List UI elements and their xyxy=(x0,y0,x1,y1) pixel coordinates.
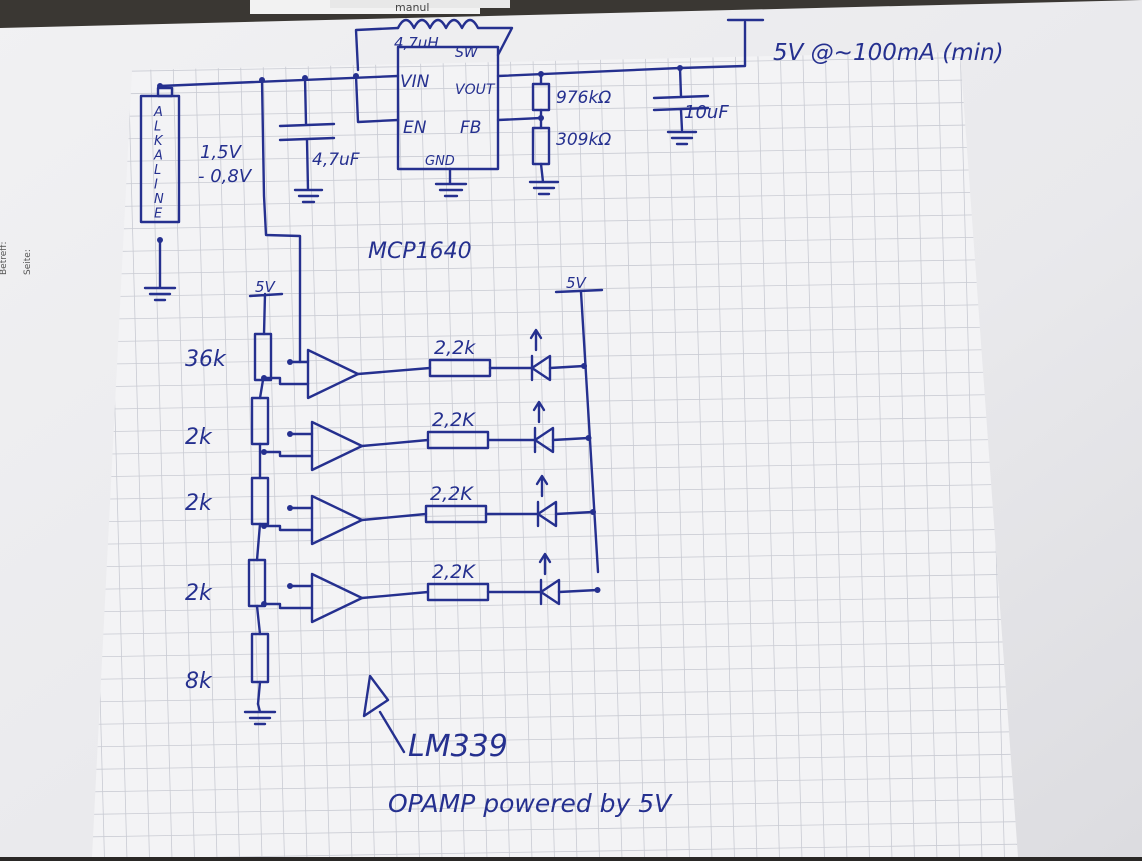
led-resistor-label: 2,2K xyxy=(432,409,476,431)
indicator-channel: 2,2K xyxy=(261,400,592,472)
battery-cell xyxy=(139,94,181,224)
output-rail xyxy=(496,18,765,78)
battery-letter: L xyxy=(154,120,161,135)
indicator-channel: 2,2k xyxy=(261,328,587,400)
battery-voltage-top: 1,5V xyxy=(200,142,243,163)
grid-area xyxy=(92,52,1018,857)
divider-resistor-label: 8k xyxy=(185,669,213,694)
battery-voltage-bottom: - 0,8V xyxy=(198,166,253,187)
boost-ic-label: MCP1640 xyxy=(368,239,472,264)
battery-sense-wire xyxy=(260,78,302,364)
battery-letter: A xyxy=(153,105,163,120)
pin-vout-label: VOUT xyxy=(455,82,496,98)
divider-resistor-label: 2k xyxy=(185,581,213,606)
pin-fb-label: FB xyxy=(460,118,481,138)
divider-ladder: 5V 36k 2k 2k 2k 8k xyxy=(185,278,284,726)
battery-letter: A xyxy=(153,149,163,164)
indicator-channel: 2,2K xyxy=(261,474,596,546)
comparator-symbol xyxy=(362,674,390,718)
led-supply-label: 5V xyxy=(566,274,588,292)
battery-letter: I xyxy=(154,178,158,193)
led-resistor-label: 2,2K xyxy=(430,483,474,505)
fb-lower-label: 309kΩ xyxy=(556,130,611,150)
output-label: 5V @~100mA (min) xyxy=(773,40,1004,66)
pin-vin-label: VIN xyxy=(400,72,430,92)
divider-supply-label: 5V xyxy=(255,278,277,296)
pin-en-label: EN xyxy=(403,118,427,138)
battery-letter: K xyxy=(154,134,164,149)
inductor-left-wire xyxy=(354,26,400,72)
pin-sw-label: SW xyxy=(455,45,479,61)
margin-label-betreff: Betreff: xyxy=(0,241,9,275)
led-resistor-label: 2,2K xyxy=(432,561,476,583)
header-fragment: manul xyxy=(395,1,429,14)
comparator xyxy=(310,420,364,472)
output-capacitor xyxy=(652,66,710,146)
comparator-array: 5V 2,2k 2,2K 2,2K 2,2K xyxy=(261,274,604,624)
battery-letter: N xyxy=(154,192,164,207)
boost-section: SW VIN VOUT EN FB GND 4,7uH 4,7uF 5V @~1… xyxy=(157,18,1004,264)
divider-ground xyxy=(243,702,277,726)
led-supply-rail xyxy=(554,288,604,574)
inductor-label: 4,7uH xyxy=(394,34,439,52)
inductor-coil xyxy=(396,18,514,57)
ic-ground xyxy=(434,167,468,198)
en-wire xyxy=(354,74,400,124)
input-capacitor xyxy=(278,76,336,204)
battery-letter: L xyxy=(154,163,161,178)
divider-resistor-label: 36k xyxy=(185,347,227,372)
fb-upper-label: 976kΩ xyxy=(556,88,611,108)
input-cap-label: 4,7uF xyxy=(312,150,360,170)
indicator-channel: 2,2K xyxy=(261,552,601,624)
margin-label-seite: Seite: xyxy=(23,249,33,275)
comparator xyxy=(310,572,364,624)
comparator xyxy=(306,348,360,400)
battery-letter: E xyxy=(154,207,163,222)
comparator-note: LM339 OPAMP powered by 5V xyxy=(362,674,673,818)
comparator xyxy=(310,494,364,546)
output-cap-label: 10uF xyxy=(684,102,729,123)
divider-resistor-label: 2k xyxy=(185,425,213,450)
divider-resistor-label: 2k xyxy=(185,491,213,516)
led-resistor-label: 2,2k xyxy=(434,337,476,359)
battery-ground xyxy=(143,238,177,302)
comparator-power-note: OPAMP powered by 5V xyxy=(388,789,673,818)
comparator-label: LM339 xyxy=(408,729,508,764)
pin-gnd-label: GND xyxy=(425,154,455,169)
mcp1640-chip xyxy=(396,45,500,171)
